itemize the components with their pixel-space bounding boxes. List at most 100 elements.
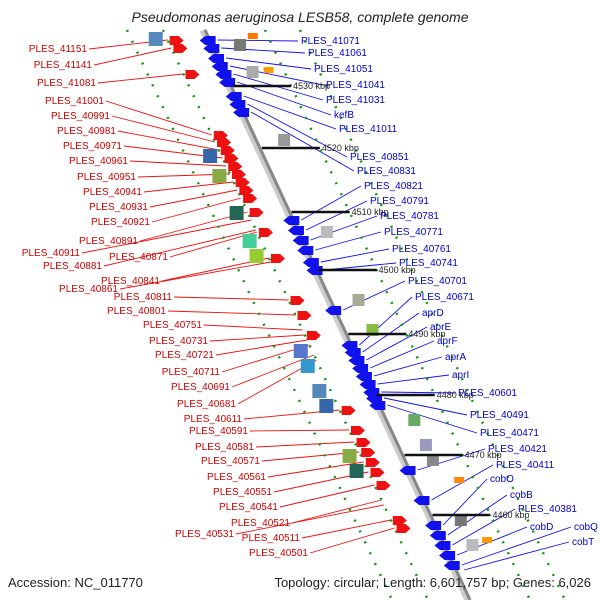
connector-right-20	[369, 340, 435, 369]
connector-right-3	[225, 57, 312, 70]
forward-gene-21	[356, 438, 371, 447]
gene-label-left-20: PLES_40801	[107, 306, 166, 317]
connector-right-13	[315, 231, 382, 251]
gene-label-left-22: PLES_40731	[149, 336, 208, 347]
connector-left-10	[143, 181, 234, 193]
hit-block-11	[466, 539, 479, 551]
reverse-gene-7	[225, 92, 242, 101]
connector-right-10	[301, 185, 362, 221]
connector-right-28	[442, 478, 488, 526]
gene-label-right-21: aprA	[445, 352, 466, 363]
gene-label-right-23: PLES_40601	[458, 388, 517, 399]
accession-text: Accession: NC_011770	[8, 575, 143, 590]
forward-gene-16	[290, 296, 305, 305]
accent-block-1	[247, 33, 258, 39]
feature-block-3	[212, 169, 227, 183]
connector-left-36	[301, 519, 391, 539]
connector-right-2	[221, 47, 306, 54]
map-title: Pseudomonas aeruginosa LESB58, complete …	[131, 9, 469, 25]
tick-label-3: 4510 kbp	[352, 207, 389, 217]
connector-left-5	[111, 115, 216, 143]
connector-left-4	[105, 100, 212, 136]
accent-block-2	[263, 67, 274, 73]
forward-gene-8	[228, 162, 243, 171]
gene-label-left-35: PLES_40531	[175, 529, 234, 540]
gene-label-right-18: aprD	[422, 308, 444, 319]
gene-label-right-2: PLES_41061	[308, 48, 367, 59]
reverse-gene-28	[425, 521, 442, 530]
gene-label-left-3: PLES_41081	[37, 78, 96, 89]
forward-gene-15	[271, 254, 285, 263]
feature-block-6	[249, 249, 264, 263]
reverse-gene-13	[297, 246, 314, 255]
connector-right-21	[373, 356, 443, 377]
gene-label-left-32: PLES_40551	[213, 487, 272, 498]
feature-block-7	[293, 344, 308, 358]
connector-right-30	[452, 508, 516, 546]
gene-label-left-6: PLES_40981	[57, 126, 116, 137]
reverse-gene-9	[233, 108, 250, 117]
forward-gene-11	[239, 186, 254, 195]
forward-gene-13	[249, 208, 264, 217]
gene-label-right-4: PLES_41041	[326, 80, 385, 91]
connector-right-33	[463, 541, 570, 571]
gene-label-left-31: PLES_40561	[207, 472, 266, 483]
feature-block-11	[342, 449, 357, 463]
reverse-gene-25	[369, 401, 386, 410]
forward-gene-4	[213, 131, 228, 140]
gene-label-right-1: PLES_41071	[301, 36, 360, 47]
reverse-gene-29	[429, 531, 446, 540]
gene-label-left-21: PLES_40751	[143, 320, 202, 331]
connector-right-6	[237, 81, 332, 116]
reverse-gene-14	[302, 258, 319, 267]
forward-gene-22	[361, 448, 376, 457]
forward-gene-14	[258, 228, 273, 237]
connector-left-21	[203, 324, 303, 331]
hit-block-2	[246, 66, 259, 78]
connector-left-8	[129, 160, 227, 167]
gene-label-left-19: PLES_40811	[114, 292, 173, 303]
connector-left-33	[279, 484, 375, 508]
connector-left-18	[119, 261, 271, 290]
forward-gene-23	[365, 458, 380, 467]
connector-left-14	[81, 219, 252, 254]
reverse-gene-17	[341, 341, 358, 350]
connector-right-18	[362, 312, 420, 353]
reverse-gene-26	[399, 466, 416, 475]
connector-left-16	[103, 229, 257, 267]
connector-right-25	[387, 404, 478, 434]
reverse-gene-21	[355, 372, 372, 381]
reverse-gene-31	[439, 551, 456, 560]
hit-block-9	[426, 454, 439, 466]
gene-label-left-4: PLES_41001	[45, 96, 104, 107]
gene-label-left-29: PLES_40581	[195, 442, 254, 453]
gene-label-right-17: PLES_40671	[415, 292, 474, 303]
reverse-gene-27	[413, 496, 430, 505]
gene-label-right-3: PLES_41051	[314, 64, 373, 75]
forward-gene-9	[231, 170, 246, 179]
gene-label-right-30: PLES_40381	[518, 504, 577, 515]
forward-gene-17	[297, 311, 312, 320]
connector-left-28	[249, 429, 349, 432]
forward-gene-24	[370, 468, 385, 477]
feature-block-10	[319, 399, 334, 413]
hit-block-7	[408, 414, 421, 426]
forward-gene-6	[220, 146, 235, 155]
feature-block-9	[312, 384, 327, 398]
gene-label-right-7: PLES_41011	[339, 124, 398, 135]
gene-label-right-15: PLES_40741	[399, 258, 458, 269]
reverse-gene-18	[344, 348, 361, 357]
gene-label-left-5: PLES_40991	[51, 111, 110, 122]
label-connectors	[81, 39, 572, 571]
hit-block-3	[278, 134, 291, 146]
gene-label-right-26: PLES_40421	[488, 444, 547, 455]
connector-left-11	[149, 189, 238, 208]
connector-right-14	[320, 248, 390, 263]
gene-label-left-9: PLES_40951	[77, 172, 136, 183]
connector-right-8	[247, 103, 348, 158]
gene-label-right-19: aprE	[430, 322, 451, 333]
reverse-gene-22	[359, 380, 376, 389]
gene-label-left-11: PLES_40931	[89, 202, 148, 213]
gene-label-right-22: aprI	[452, 370, 469, 381]
